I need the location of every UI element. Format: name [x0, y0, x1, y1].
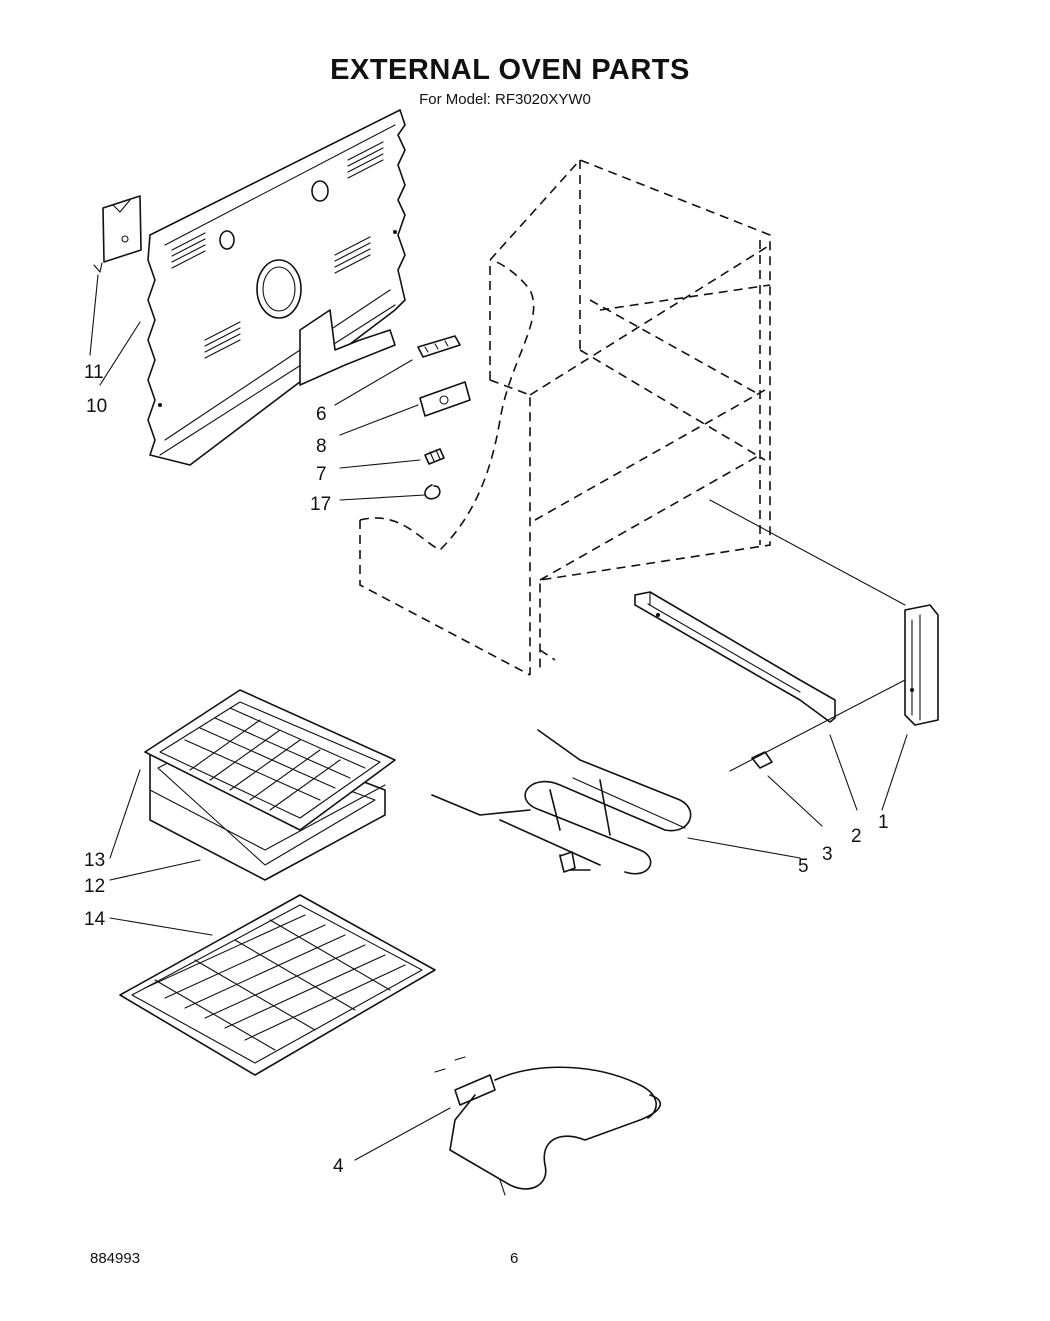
- callout-12: 12: [84, 876, 105, 897]
- broil-element: [431, 729, 692, 875]
- callout-3: 3: [822, 844, 833, 865]
- side-trim-rail: [634, 591, 836, 723]
- oven-rack: [119, 894, 436, 1076]
- clip-part-3: [729, 679, 906, 772]
- callout-14: 14: [84, 909, 106, 930]
- broiler-grid: [144, 689, 396, 831]
- oven-cavity-outline: [359, 159, 906, 676]
- callout-17: 17: [310, 494, 331, 515]
- callout-7: 7: [316, 464, 327, 485]
- document-number: 884993: [90, 1250, 141, 1267]
- callout-1: 1: [878, 812, 889, 833]
- callout-8: 8: [316, 436, 327, 457]
- bracket-part-6: [417, 335, 461, 358]
- callout-13: 13: [84, 850, 105, 871]
- switch-part-8: [419, 381, 471, 417]
- rear-panel-vent-center: [334, 236, 371, 274]
- callout-4: 4: [333, 1156, 344, 1177]
- leader-lines: [89, 262, 908, 1161]
- bake-element: [434, 1056, 661, 1196]
- rear-panel-vent-right-top: [347, 141, 384, 179]
- rear-panel: [147, 109, 406, 466]
- page-number: 6: [510, 1250, 519, 1267]
- model-subtitle: For Model: RF3020XYW0: [419, 91, 591, 108]
- rear-panel-vent-lower-left: [204, 321, 241, 359]
- callout-11: 11: [84, 362, 104, 383]
- rear-panel-vent-left-top: [171, 232, 206, 269]
- wire-part-17: [424, 484, 441, 500]
- callout-2: 2: [851, 826, 862, 847]
- gasket: [102, 195, 142, 263]
- end-cap: [904, 604, 939, 726]
- callout-10: 10: [86, 396, 107, 417]
- callout-6: 6: [316, 404, 327, 425]
- clip-part-7: [424, 448, 445, 465]
- callout-5: 5: [798, 856, 809, 877]
- page-title: EXTERNAL OVEN PARTS: [330, 54, 690, 86]
